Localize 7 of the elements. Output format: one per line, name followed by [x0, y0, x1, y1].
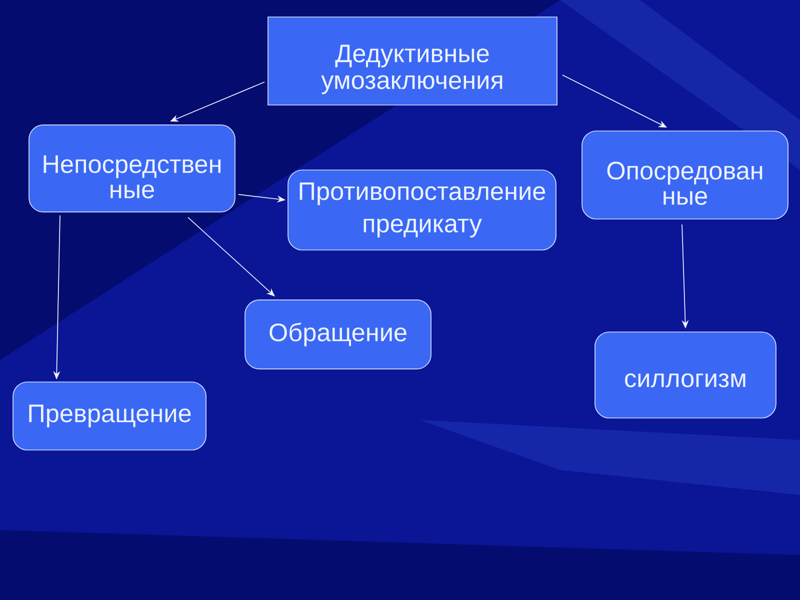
concept-box: Обращение [244, 300, 432, 370]
concept-box: Опосредован ные [582, 130, 788, 220]
concept-box: Противопоставление предикату [288, 170, 556, 250]
concept-box: Непосредствен ные [28, 124, 236, 212]
root-box: Дедуктивные умозаключения [268, 16, 558, 106]
concept-box: Превращение [12, 382, 206, 450]
concept-box: силлогизм [594, 332, 776, 418]
